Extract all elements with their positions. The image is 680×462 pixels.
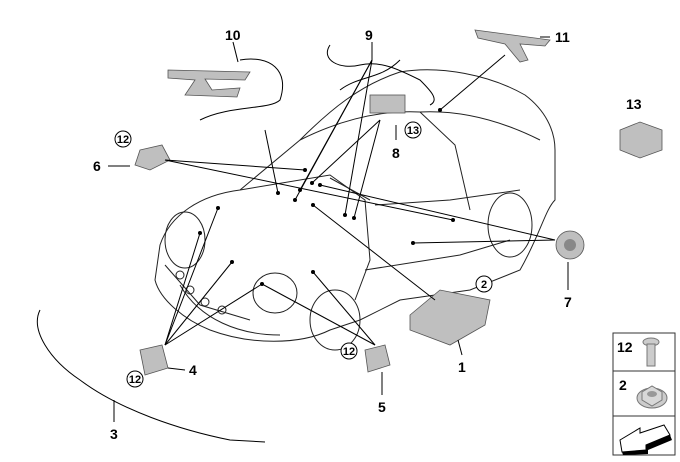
circled-callout-13-part-8: 13 (404, 121, 422, 139)
car-outline (154, 69, 556, 351)
circled-callout-12-sensor-5: 12 (340, 342, 358, 360)
callout-10: 10 (225, 27, 241, 43)
part-3-wire (36, 309, 266, 443)
part-13-box (619, 121, 663, 159)
part-1-control-unit (409, 289, 491, 346)
svg-text:2: 2 (481, 279, 487, 291)
callout-3: 3 (110, 426, 118, 442)
callout-6: 6 (93, 158, 101, 174)
callout-1: 1 (458, 359, 466, 375)
svg-text:12: 12 (129, 374, 141, 386)
callout-11: 11 (555, 29, 570, 45)
callout-9: 9 (365, 27, 373, 43)
arrow-icon (619, 424, 672, 455)
screw-icon (642, 337, 660, 367)
legend-nut-label: 2 (619, 377, 627, 393)
part-4-sensor (139, 344, 169, 376)
callout-4: 4 (189, 362, 197, 378)
svg-text:12: 12 (117, 134, 129, 146)
callout-13: 13 (626, 96, 642, 112)
svg-text:13: 13 (407, 125, 419, 137)
nut-icon (636, 385, 668, 409)
callout-5: 5 (378, 399, 386, 415)
part-5-sensor (364, 344, 391, 373)
part-6-sensor (134, 144, 171, 171)
leader-lines (108, 36, 569, 422)
circled-callout-2-part-1: 2 (475, 275, 493, 293)
part-9-wire-harness (327, 44, 435, 114)
circled-callout-12-sensor-4: 12 (126, 370, 144, 388)
callout-8: 8 (392, 145, 400, 161)
svg-text:12: 12 (343, 346, 355, 358)
part-11-antenna (474, 29, 551, 63)
circled-callout-12-sensor-6: 12 (114, 130, 132, 148)
callout-7: 7 (564, 294, 572, 310)
part-10-wire-harness (167, 58, 284, 121)
legend-screw-label: 12 (617, 339, 633, 355)
part-7-sensor (555, 230, 585, 260)
fastener-legend: 12 2 (612, 332, 676, 456)
